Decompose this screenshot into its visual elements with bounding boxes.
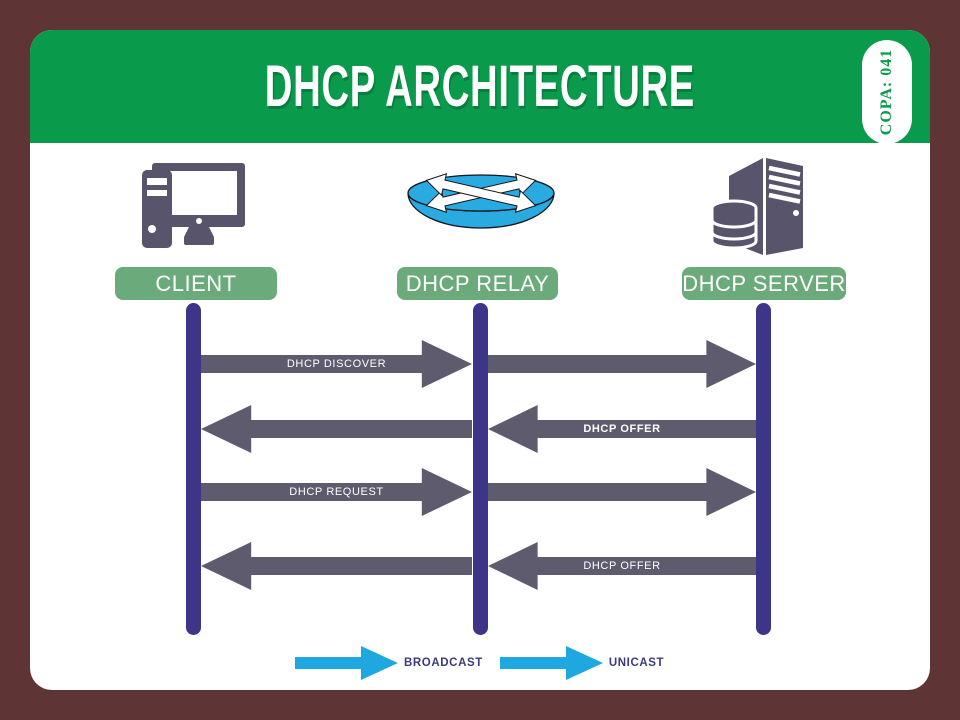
desktop-computer-icon — [140, 160, 250, 250]
server-lifeline — [756, 303, 771, 635]
page-title: DHCP ARCHITECTURE — [264, 54, 696, 119]
unicast-arrow-icon — [499, 646, 603, 680]
message-arrow-left-segment — [201, 541, 472, 591]
copa-badge: COPA: 041 — [862, 40, 912, 144]
message-arrow-right-segment: DHCP OFFER — [488, 541, 756, 591]
message-label: DHCP OFFER — [583, 560, 661, 572]
legend-label-broadcast: BROADCAST — [404, 657, 483, 669]
message-label: DHCP DISCOVER — [286, 358, 387, 370]
copa-badge-text: COPA: 041 — [878, 48, 895, 136]
entity-label-dhcp-relay: DHCP RELAY — [397, 267, 558, 300]
relay-lifeline — [473, 303, 488, 635]
page-title-wrap: DHCP ARCHITECTURE — [30, 30, 930, 143]
legend: BROADCAST UNICAST — [295, 645, 664, 681]
message-label: DHCP OFFER — [583, 423, 661, 435]
server-database-icon — [710, 156, 806, 256]
message-arrow-left-segment: DHCP REQUEST — [201, 467, 472, 517]
broadcast-arrow-icon — [295, 646, 398, 680]
message-arrow-right-segment: DHCP OFFER — [488, 404, 756, 454]
router-icon — [405, 172, 557, 232]
message-arrow-left-segment — [201, 404, 472, 454]
legend-label-unicast: UNICAST — [608, 657, 665, 669]
header-banner — [30, 30, 930, 143]
entity-label-dhcp-server: DHCP SERVER — [682, 267, 846, 300]
entity-label-client: CLIENT — [115, 267, 277, 300]
message-arrow-right-segment — [488, 339, 756, 389]
message-label: DHCP REQUEST — [289, 486, 384, 498]
message-arrow-left-segment: DHCP DISCOVER — [201, 339, 472, 389]
message-arrow-right-segment — [488, 467, 756, 517]
client-lifeline — [186, 303, 201, 635]
